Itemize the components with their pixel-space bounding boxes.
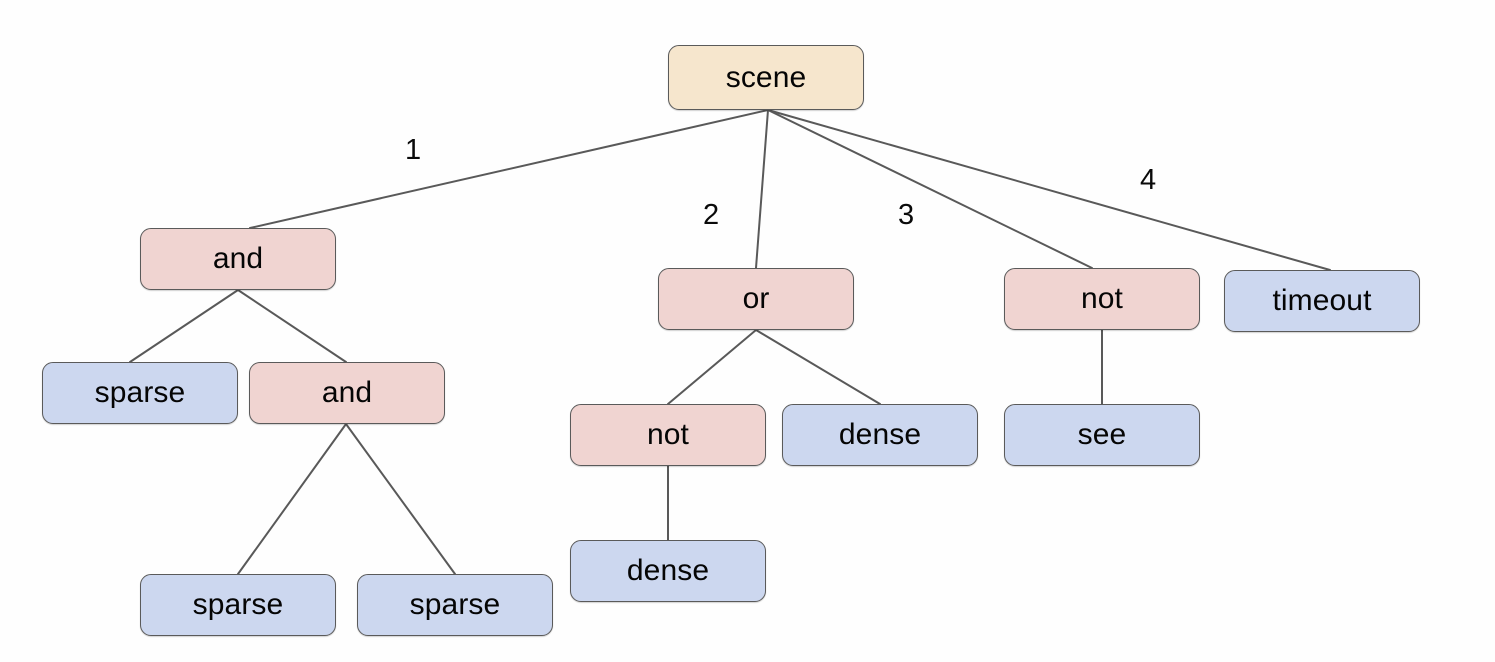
tree-edge-scene-to-timeout <box>767 109 1331 271</box>
tree-node-label: scene <box>725 60 807 94</box>
tree-node-and1[interactable]: and <box>140 228 336 290</box>
tree-edge-scene-to-and1 <box>249 109 769 229</box>
edge-label-2: 2 <box>703 199 720 231</box>
tree-edge-or1-to-dense1 <box>755 329 881 405</box>
tree-node-see[interactable]: see <box>1004 404 1200 466</box>
tree-node-label: dense <box>626 554 710 587</box>
tree-node-label: and <box>321 376 373 409</box>
edge-label-4: 4 <box>1140 164 1157 196</box>
tree-node-label: timeout <box>1272 284 1372 317</box>
tree-node-scene[interactable]: scene <box>668 45 864 110</box>
tree-node-not1[interactable]: not <box>570 404 766 466</box>
tree-edge-and2-to-sparse3 <box>345 423 456 575</box>
tree-edge-scene-to-or1 <box>755 109 769 269</box>
tree-node-and2[interactable]: and <box>249 362 445 424</box>
tree-node-label: sparse <box>192 588 284 621</box>
tree-node-label: and <box>212 242 264 275</box>
tree-edge-scene-to-not2 <box>767 109 1093 269</box>
tree-node-dense2[interactable]: dense <box>570 540 766 602</box>
tree-node-label: or <box>742 282 770 315</box>
tree-node-not2[interactable]: not <box>1004 268 1200 330</box>
tree-edge-and1-to-and2 <box>237 289 347 363</box>
tree-node-label: dense <box>838 418 922 451</box>
tree-node-label: not <box>646 418 689 451</box>
tree-node-dense1[interactable]: dense <box>782 404 978 466</box>
tree-node-label: see <box>1077 418 1127 451</box>
tree-node-timeout[interactable]: timeout <box>1224 270 1420 332</box>
edge-label-1: 1 <box>405 134 422 166</box>
tree-edge-or1-to-not1 <box>667 329 757 405</box>
tree-node-sparse1[interactable]: sparse <box>42 362 238 424</box>
tree-node-sparse3[interactable]: sparse <box>357 574 553 636</box>
tree-edge-and2-to-sparse2 <box>237 423 347 575</box>
tree-node-label: sparse <box>409 588 501 621</box>
tree-edge-and1-to-sparse1 <box>129 289 239 363</box>
tree-node-sparse2[interactable]: sparse <box>140 574 336 636</box>
tree-node-or1[interactable]: or <box>658 268 854 330</box>
edge-label-3: 3 <box>898 199 915 231</box>
tree-node-label: sparse <box>94 376 186 409</box>
tree-node-label: not <box>1080 282 1123 315</box>
